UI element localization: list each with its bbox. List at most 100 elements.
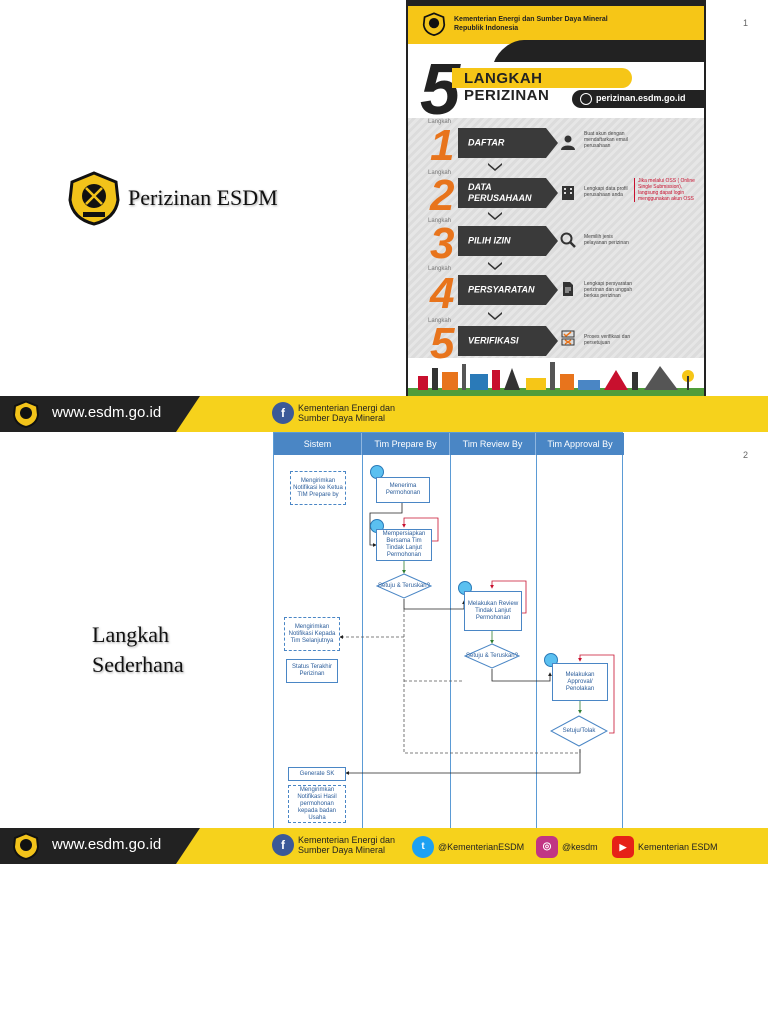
step-5-label: VERIFIKASI xyxy=(468,335,519,346)
step-1-desc: Buat akun dengan mendaftarkan email peru… xyxy=(584,131,628,149)
slide-title-line1: Langkah xyxy=(92,622,169,647)
poster-header: Kementerian Energi dan Sumber Daya Miner… xyxy=(408,0,704,44)
footer-facebook-text: Kementerian Energi dan Sumber Daya Miner… xyxy=(298,403,396,423)
poster-url: perizinan.esdm.go.id xyxy=(596,93,686,103)
lane-divider xyxy=(536,455,537,836)
lane-header-sistem: Sistem xyxy=(274,433,362,455)
step-5-number: 5 xyxy=(430,319,455,368)
step-3-number: 3 xyxy=(430,219,455,268)
node-mempersiapkan: Mempersiapkan Bersama Tim Tindak Lanjut … xyxy=(376,529,432,561)
building-icon xyxy=(562,186,574,200)
node-notif-ketua: Mengirimkan Notifikasi ke Ketua TIM Prep… xyxy=(290,471,346,505)
esdm-small-logo-icon xyxy=(422,12,446,37)
poster-org: Kementerian Energi dan Sumber Daya Miner… xyxy=(454,15,608,33)
node-review: Melakukan Review Tindak Lanjut Permohona… xyxy=(464,591,522,631)
poster-org-line2: Republik Indonesia xyxy=(454,25,519,32)
poster-url-pill: perizinan.esdm.go.id xyxy=(572,90,704,108)
poster-topbar xyxy=(408,0,704,6)
step-2-label: DATA PERUSAHAAN xyxy=(468,182,532,203)
step-1-label: DAFTAR xyxy=(468,137,505,148)
node-notif-tim: Mengirimkan Notifikasi Kepada Tim Selanj… xyxy=(284,617,340,651)
infographic-poster: Kementerian Energi dan Sumber Daya Miner… xyxy=(406,0,706,432)
lane-divider xyxy=(450,455,451,836)
footer-website[interactable]: www.esdm.go.id xyxy=(52,404,162,421)
slide-2: 2 Langkah Sederhana Sistem Tim Prepare B… xyxy=(0,432,768,864)
footer-twitter-text: @KementerianESDM xyxy=(438,842,525,852)
step-4-caption: Langkah xyxy=(428,266,452,272)
step-4-label: PERSYARATAN xyxy=(468,284,535,295)
facebook-icon: f xyxy=(272,402,294,424)
decision-setuju-1: Setuju & Teruskan? xyxy=(376,573,432,599)
slide-footer: www.esdm.go.id f Kementerian Energi dan … xyxy=(0,828,768,864)
lane-header-review: Tim Review By xyxy=(450,433,536,455)
lane-divider xyxy=(362,455,363,836)
footer-instagram-text: @kesdm xyxy=(562,842,598,852)
chevron-down-icon xyxy=(488,262,502,270)
poster-big-number: 5 xyxy=(420,50,461,130)
step-2-pill: DATA PERUSAHAAN xyxy=(458,178,558,208)
decision-setuju-tolak: Setuju/Tolak xyxy=(550,715,608,747)
page-number: 2 xyxy=(742,450,748,460)
chevron-down-icon xyxy=(488,312,502,320)
decision-setuju-1-label: Setuju & Teruskan? xyxy=(378,582,430,589)
node-approval: Melakukan Approval/ Penolakan xyxy=(552,663,608,701)
decision-setuju-2: Setuju & Teruskan? xyxy=(464,643,520,669)
document-icon xyxy=(563,282,573,296)
footer-facebook[interactable]: f Kementerian Energi dan Sumber Daya Min… xyxy=(272,834,398,856)
footer-twitter[interactable]: t @KementerianESDM xyxy=(412,836,524,858)
instagram-icon: ◎ xyxy=(536,836,558,858)
poster-heading: LANGKAH PERIZINAN xyxy=(464,70,550,104)
esdm-footer-logo-icon xyxy=(12,832,40,861)
chevron-down-icon xyxy=(488,163,502,171)
slide-1: 1 Perizinan ESDM Kementerian Energi dan … xyxy=(0,0,768,432)
step-3-caption: Langkah xyxy=(428,218,452,224)
step-2-desc: Lengkapi data profil perusahaan anda xyxy=(584,186,628,198)
step-1-caption: Langkah xyxy=(428,119,452,125)
poster-org-line1: Kementerian Energi dan Sumber Daya Miner… xyxy=(454,16,608,23)
step-2-number: 2 xyxy=(430,171,455,220)
lane-header-prepare: Tim Prepare By xyxy=(362,433,450,455)
footer-facebook[interactable]: f Kementerian Energi dan Sumber Daya Min… xyxy=(272,402,398,424)
footer-instagram[interactable]: ◎ @kesdm xyxy=(536,836,598,858)
slide-title-line2: Sederhana xyxy=(92,652,184,677)
step-1-number: 1 xyxy=(430,121,455,170)
slide-title: Perizinan ESDM xyxy=(128,185,278,210)
magnifier-icon xyxy=(560,232,576,248)
decision-setuju-2-label: Setuju & Teruskan? xyxy=(466,652,518,659)
slide-title-group: Perizinan ESDM xyxy=(66,170,278,226)
slide-footer: www.esdm.go.id f Kementerian Energi dan … xyxy=(0,396,768,432)
footer-website[interactable]: www.esdm.go.id xyxy=(52,836,162,853)
step-2-caption: Langkah xyxy=(428,170,452,176)
step-5-pill: VERIFIKASI xyxy=(458,326,558,356)
steps-background xyxy=(408,118,704,358)
energy-landscape-illustration xyxy=(408,362,704,400)
poster-heading-banner: LANGKAH PERIZINAN xyxy=(452,68,632,104)
checklist-icon xyxy=(561,330,575,346)
footer-youtube-text: Kementerian ESDM xyxy=(638,842,718,852)
step-3-desc: Memilih jenis pelayanan perizinan xyxy=(584,234,629,246)
youtube-icon: ▶ xyxy=(612,836,634,858)
node-notif-hasil: Mengirimkan Notifikasi Hasil permohonan … xyxy=(288,785,346,823)
user-icon xyxy=(561,135,575,150)
page-number: 1 xyxy=(742,18,748,28)
step-5-caption: Langkah xyxy=(428,318,452,324)
facebook-icon: f xyxy=(272,834,294,856)
step-4-number: 4 xyxy=(430,269,455,318)
node-generate-sk: Generate SK xyxy=(288,767,346,781)
step-3-label: PILIH IZIN xyxy=(468,235,511,246)
node-status: Status Terakhir Perizinan xyxy=(286,659,338,683)
oss-note: Jika melalui OSS ( Online Single Submiss… xyxy=(634,178,698,202)
step-1-pill: DAFTAR xyxy=(458,128,558,158)
twitter-icon: t xyxy=(412,836,434,858)
step-4-desc: Lengkapi persyaratan perizinan dan ungga… xyxy=(584,281,633,299)
step-3-pill: PILIH IZIN xyxy=(458,226,558,256)
esdm-logo-icon xyxy=(68,171,120,226)
slide-title: Langkah Sederhana xyxy=(92,620,184,680)
lane-header-approval: Tim Approval By xyxy=(536,433,624,455)
footer-facebook-text: Kementerian Energi dan Sumber Daya Miner… xyxy=(298,835,396,855)
decision-setuju-tolak-label: Setuju/Tolak xyxy=(562,727,596,734)
esdm-footer-logo-icon xyxy=(12,400,40,429)
step-4-pill: PERSYARATAN xyxy=(458,275,558,305)
footer-youtube[interactable]: ▶ Kementerian ESDM xyxy=(612,836,718,858)
globe-icon xyxy=(580,93,592,105)
